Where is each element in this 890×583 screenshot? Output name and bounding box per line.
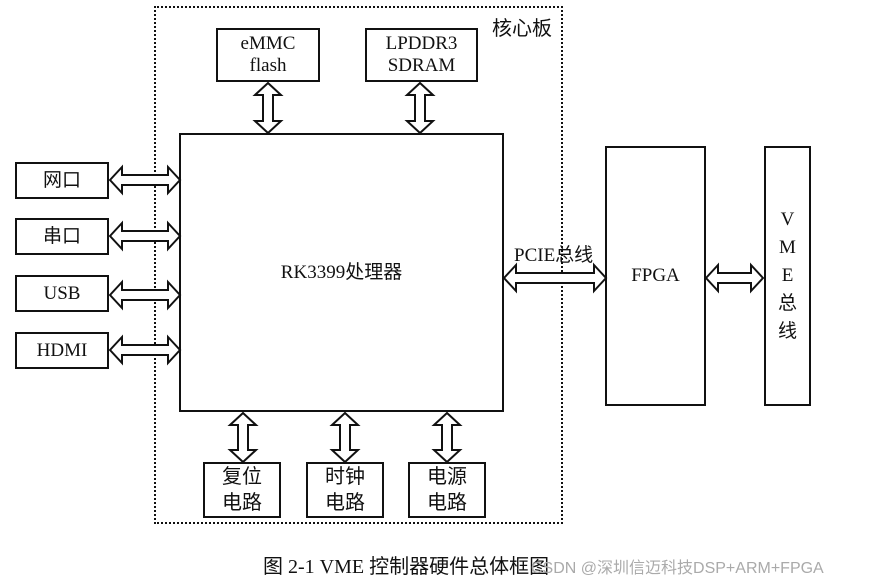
- cpu-label: RK3399处理器: [280, 261, 403, 283]
- figure-caption: 图 2-1 VME 控制器硬件总体框图: [263, 556, 550, 578]
- serial-bidirectional-arrow: [108, 220, 182, 252]
- reset-circuit-block: 复位 电路: [203, 462, 281, 518]
- reset-line1: 复位: [222, 466, 262, 488]
- vme-char: 总: [777, 293, 797, 314]
- lpddr-bidirectional-arrow: [404, 81, 436, 135]
- power-bidirectional-arrow: [431, 411, 463, 464]
- emmc-flash-block: eMMC flash: [216, 28, 320, 82]
- emmc-line1: eMMC: [240, 33, 296, 54]
- reset-bidirectional-arrow: [227, 411, 259, 464]
- fpga-block: FPGA: [605, 146, 706, 406]
- vme-char: M: [779, 237, 796, 258]
- interface-ethernet-label: 网口: [42, 169, 81, 191]
- clock-line1: 时钟: [325, 466, 365, 488]
- lpddr-line1: LPDDR3: [385, 33, 458, 54]
- lpddr-line2: SDRAM: [387, 55, 456, 76]
- interface-serial-label: 串口: [42, 225, 81, 247]
- interface-hdmi: HDMI: [15, 332, 109, 369]
- lpddr3-sdram-block: LPDDR3 SDRAM: [365, 28, 478, 82]
- vme-bus-label: V M E 总 线: [778, 206, 797, 346]
- watermark: CSDN @深圳信迈科技DSP+ARM+FPGA: [531, 560, 824, 577]
- vme-char: 线: [777, 321, 797, 342]
- vme-char: E: [781, 265, 794, 286]
- power-line1: 电源: [427, 466, 467, 488]
- hdmi-bidirectional-arrow: [108, 334, 182, 366]
- vme-bus-block: V M E 总 线: [764, 146, 811, 406]
- power-circuit-block: 电源 电路: [408, 462, 486, 518]
- clock-bidirectional-arrow: [329, 411, 361, 464]
- pcie-bus-label: PCIE总线: [514, 245, 594, 266]
- power-line2: 电路: [427, 492, 467, 514]
- interface-serial: 串口: [15, 218, 109, 255]
- vme-char: V: [780, 209, 795, 230]
- emmc-line2: flash: [249, 55, 287, 76]
- fpga-label: FPGA: [631, 265, 680, 286]
- usb-bidirectional-arrow: [108, 279, 182, 311]
- interface-usb-label: USB: [43, 282, 81, 304]
- interface-usb: USB: [15, 275, 109, 312]
- ethernet-bidirectional-arrow: [108, 164, 182, 196]
- cpu-block: RK3399处理器: [179, 133, 504, 412]
- core-board-boundary: [154, 6, 563, 524]
- interface-hdmi-label: HDMI: [36, 339, 88, 361]
- emmc-bidirectional-arrow: [252, 81, 284, 135]
- vme-bidirectional-arrow: [704, 262, 765, 294]
- clock-line2: 电路: [325, 492, 365, 514]
- interface-ethernet: 网口: [15, 162, 109, 199]
- reset-line2: 电路: [222, 492, 262, 514]
- pcie-bidirectional-arrow: [502, 262, 608, 294]
- clock-circuit-block: 时钟 电路: [306, 462, 384, 518]
- core-board-label: 核心板: [492, 18, 552, 40]
